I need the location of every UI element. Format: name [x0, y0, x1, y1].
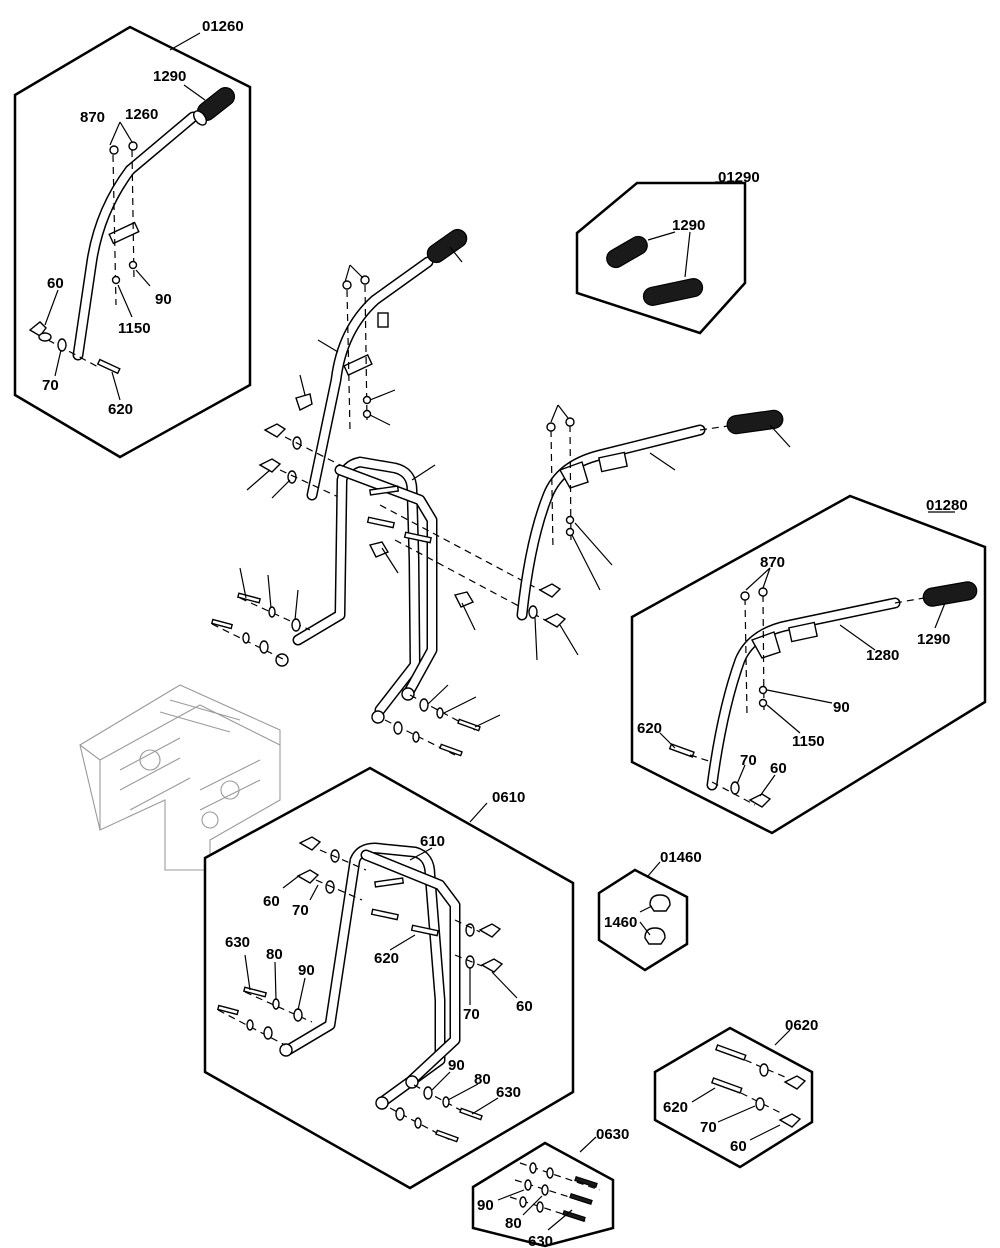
group-0620-label-1: 620 [663, 1099, 688, 1116]
knob-60 [28, 321, 52, 342]
group-0630-label-3: 630 [528, 1233, 553, 1248]
group-01260-label-1: 1290 [153, 68, 186, 85]
group-01280-frame [630, 494, 987, 835]
group-01290: 01290 1290 [575, 169, 760, 335]
group-0610-label-9: 60 [516, 998, 533, 1015]
upper-handle-1280 [516, 424, 706, 621]
group-0610-label-11: 80 [474, 1071, 491, 1088]
grip-1290-a [606, 235, 648, 269]
group-01280: 01280 870 1290 1280 620 90 1150 70 [630, 494, 987, 835]
clip-1460-a [649, 894, 671, 912]
group-01460-label-1: 1460 [604, 914, 637, 931]
group-01260-label-3: 1260 [125, 106, 158, 123]
group-0610-label-6: 90 [298, 962, 315, 979]
group-0630-label-1: 90 [477, 1197, 494, 1214]
group-0610-label-4: 630 [225, 934, 250, 951]
group-01260-label-5: 1150 [118, 320, 151, 337]
group-01280-label-4: 620 [637, 720, 662, 737]
group-01280-label-7: 70 [740, 752, 757, 769]
group-0620-label-2: 70 [700, 1119, 717, 1136]
lower-handle-610-detail [279, 842, 461, 1110]
group-01280-label-8: 60 [770, 760, 787, 777]
main-exploded-view [79, 228, 791, 871]
group-01290-code: 01290 [718, 169, 760, 186]
grip-1290-b [642, 278, 704, 306]
grip-1290 [192, 87, 236, 126]
group-0610-label-10: 90 [448, 1057, 465, 1074]
group-01290-frame [575, 181, 747, 335]
group-0630-label-2: 80 [505, 1215, 522, 1232]
group-0620-code: 0620 [785, 1017, 818, 1034]
clip-1460-b [644, 927, 666, 945]
group-0620: 0620 620 70 60 [653, 1017, 818, 1169]
group-01260-label-8: 620 [108, 401, 133, 418]
group-0610-label-3: 70 [292, 902, 309, 919]
group-01280-label-1: 870 [760, 554, 785, 571]
group-0620-label-3: 60 [730, 1138, 747, 1155]
group-0630: 0630 90 80 630 [471, 1126, 629, 1248]
group-01460-frame [597, 868, 689, 972]
group-01260: 01260 1290 870 1260 90 1150 [13, 18, 252, 459]
group-01260-label-2: 870 [80, 109, 105, 126]
group-01260-label-6: 60 [47, 275, 64, 292]
group-0610-label-12: 630 [496, 1084, 521, 1101]
group-01290-label-1: 1290 [672, 217, 705, 234]
group-01460-code: 01460 [660, 849, 702, 866]
group-01260-label-7: 70 [42, 377, 59, 394]
group-0610-label-5: 80 [266, 946, 283, 963]
group-0630-code: 0630 [596, 1126, 629, 1143]
group-01280-label-6: 1150 [792, 733, 825, 750]
upper-handle-part [72, 111, 199, 361]
group-01260-code: 01260 [202, 18, 244, 35]
group-0620-frame [653, 1026, 814, 1169]
lower-handle-610 [275, 456, 438, 724]
grip-1290-main-left [426, 228, 468, 264]
upper-handle-1260 [306, 256, 434, 501]
group-01260-label-4: 90 [155, 291, 172, 308]
group-0610-code: 0610 [492, 789, 525, 806]
group-01280-label-5: 90 [833, 699, 850, 716]
group-0610-label-2: 60 [263, 893, 280, 910]
group-0610-frame [203, 766, 575, 1190]
group-01280-label-2: 1290 [917, 631, 950, 648]
group-0610-label-1: 610 [420, 833, 445, 850]
group-0610-label-8: 70 [463, 1006, 480, 1023]
group-01460: 01460 1460 [597, 849, 702, 972]
group-01280-label-3: 1280 [866, 647, 899, 664]
upper-handle-1280-detail [706, 597, 901, 791]
group-01280-code: 01280 [926, 497, 968, 514]
group-0610-label-7: 620 [374, 950, 399, 967]
group-0610: 0610 [203, 766, 575, 1190]
